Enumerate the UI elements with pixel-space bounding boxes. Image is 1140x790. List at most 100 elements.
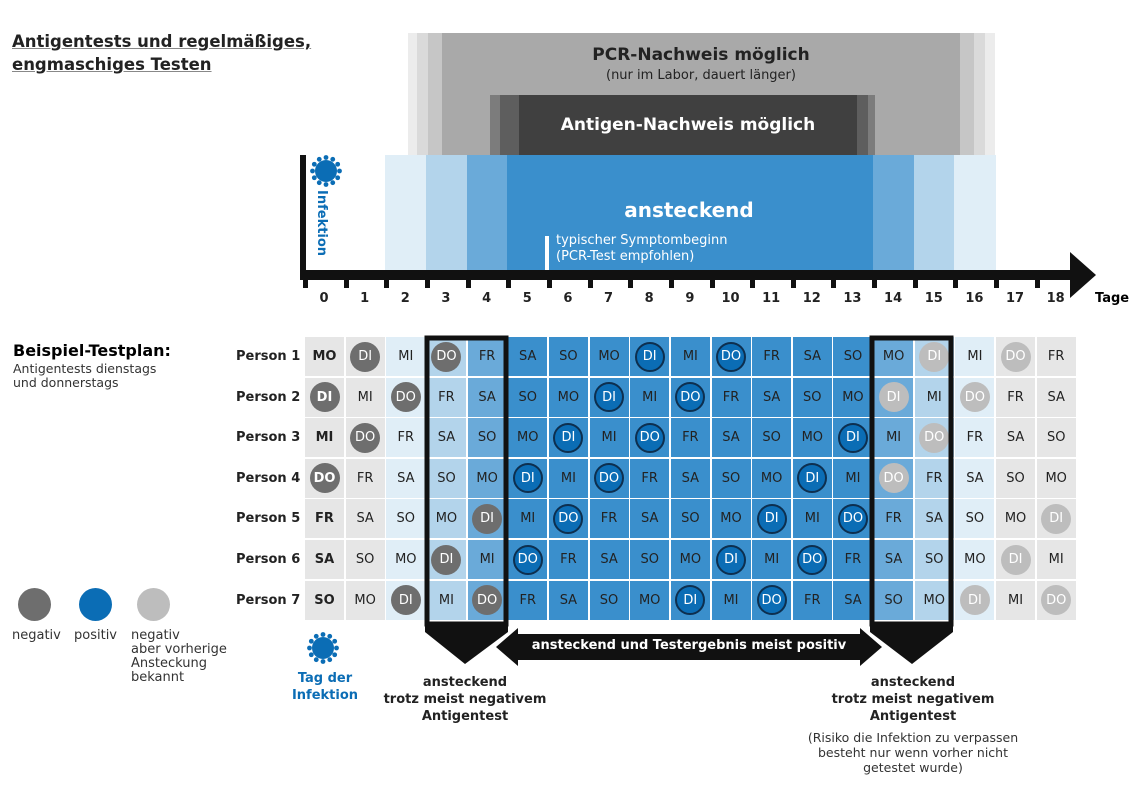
plan-cell: MI [833, 458, 873, 498]
plan-cell: MI [426, 580, 466, 620]
plan-cell: MI [752, 540, 792, 579]
plan-cell: DI [914, 337, 954, 376]
positive-test-marker: DI [594, 382, 625, 413]
weekday-label: FR [1047, 349, 1065, 364]
plan-cell: MO [996, 499, 1036, 539]
plan-cell: SO [874, 580, 914, 620]
plan-cell: SO [426, 458, 466, 498]
negative-test-marker: DI [350, 341, 381, 372]
person-label: Person 1 [236, 349, 301, 364]
plan-cell: MO [670, 540, 710, 579]
plan-cell: SO [996, 458, 1036, 498]
legend-known-2: aber vorherige [131, 642, 227, 657]
plan-cell: DO [548, 499, 588, 539]
plan-cell: DO [833, 499, 873, 539]
weekday-label: MI [886, 430, 902, 446]
symptom-onset-marker [545, 236, 549, 272]
weekday-label: SA [356, 511, 374, 527]
axis-tick [424, 280, 430, 288]
known-negative-test-marker: DI [919, 341, 950, 372]
virus-icon [310, 155, 342, 187]
plan-cell: MI [914, 377, 954, 417]
weekday-label: MI [804, 511, 820, 527]
person-label: Person 5 [236, 511, 301, 527]
negative-test-marker: DO [309, 463, 340, 494]
plan-cell: DO [996, 337, 1036, 376]
plan-cell: DO [955, 377, 995, 417]
plan-cell: SA [305, 540, 344, 579]
weekday-label: MO [638, 592, 661, 608]
weekday-label: SO [599, 592, 619, 608]
infectious-label: ansteckend [624, 198, 754, 222]
plan-cell: DO [630, 418, 670, 458]
plan-cell: DI [426, 540, 466, 579]
plan-cell: FR [426, 377, 466, 417]
plan-cell: MO [752, 458, 792, 498]
right-note: ansteckend trotz meist negativem Antigen… [808, 674, 1018, 725]
plan-cell: DI [752, 499, 792, 539]
plan-cell: SO [467, 418, 507, 458]
plan-cell: FR [833, 540, 873, 579]
person-label: Person 4 [236, 470, 301, 486]
legend-positive-label: positiv [74, 628, 117, 643]
plan-cell: MO [508, 418, 548, 458]
legend-known-icon [137, 588, 170, 621]
positive-test-marker: DI [675, 585, 706, 616]
weekday-label: SA [1006, 430, 1025, 446]
right-note-1: ansteckend [870, 675, 956, 690]
band-segment [873, 155, 915, 272]
plan-cell: DI [467, 499, 507, 539]
axis-tick [668, 280, 674, 288]
weekday-label: SA [722, 430, 740, 446]
plan-cell: FR [752, 337, 792, 376]
plan-cell: DI [548, 418, 588, 458]
person-label: Person 3 [236, 430, 301, 446]
weekday-label: SO [518, 389, 537, 405]
weekday-label: MI [1008, 592, 1024, 608]
right-subnote-3: getestet wurde) [863, 760, 963, 775]
plan-cell: MO [874, 337, 914, 376]
weekday-label: FR [641, 470, 658, 486]
weekday-label: SO [681, 511, 700, 527]
band-segment [547, 155, 590, 272]
weekday-label: SO [355, 552, 375, 567]
plan-cell: SA [670, 458, 710, 498]
plan-cell: DO [914, 418, 954, 458]
plan-cell: SA [386, 458, 426, 498]
plan-cell: SO [305, 580, 344, 620]
axis-tick [628, 280, 634, 288]
band-segment [751, 155, 793, 272]
person-label: Person 7 [236, 592, 301, 608]
middle-arrow-label: ansteckend und Testergebnis meist positi… [531, 638, 847, 653]
weekday-label: MI [601, 430, 617, 446]
day-label: 1 [360, 291, 370, 306]
weekday-label: MI [1048, 552, 1064, 567]
weekday-label: SA [925, 511, 943, 527]
plan-cell: DI [386, 580, 426, 620]
plan-cell: MO [792, 418, 832, 458]
band-segment [588, 155, 631, 272]
weekday-label: SO [640, 552, 659, 567]
plan-cell: DI [305, 377, 344, 417]
plan-cell: DI [345, 337, 385, 376]
band-segment [710, 155, 753, 272]
symptom-onset-label: typischer Symptombeginn (PCR-Test empfoh… [556, 233, 727, 265]
positive-test-marker: DO [797, 544, 828, 575]
plan-cell: FR [670, 418, 710, 458]
weekday-label: FR [966, 430, 984, 446]
band-segment [425, 155, 468, 272]
weekday-label: MI [967, 349, 983, 364]
plan-cell: DO [792, 540, 832, 579]
weekday-label: MI [520, 511, 536, 527]
day-label: 3 [441, 291, 451, 306]
weekday-label: SO [803, 389, 822, 405]
weekday-label: MO [842, 389, 864, 405]
weekday-label: SO [884, 592, 903, 608]
known-negative-test-marker: DI [959, 585, 990, 616]
plan-cell: SO [630, 540, 670, 579]
plan-cell: MO [589, 337, 629, 376]
plan-cell: SO [833, 337, 873, 376]
axis-arrow-icon [1070, 252, 1096, 298]
plan-cell: SA [426, 418, 466, 458]
